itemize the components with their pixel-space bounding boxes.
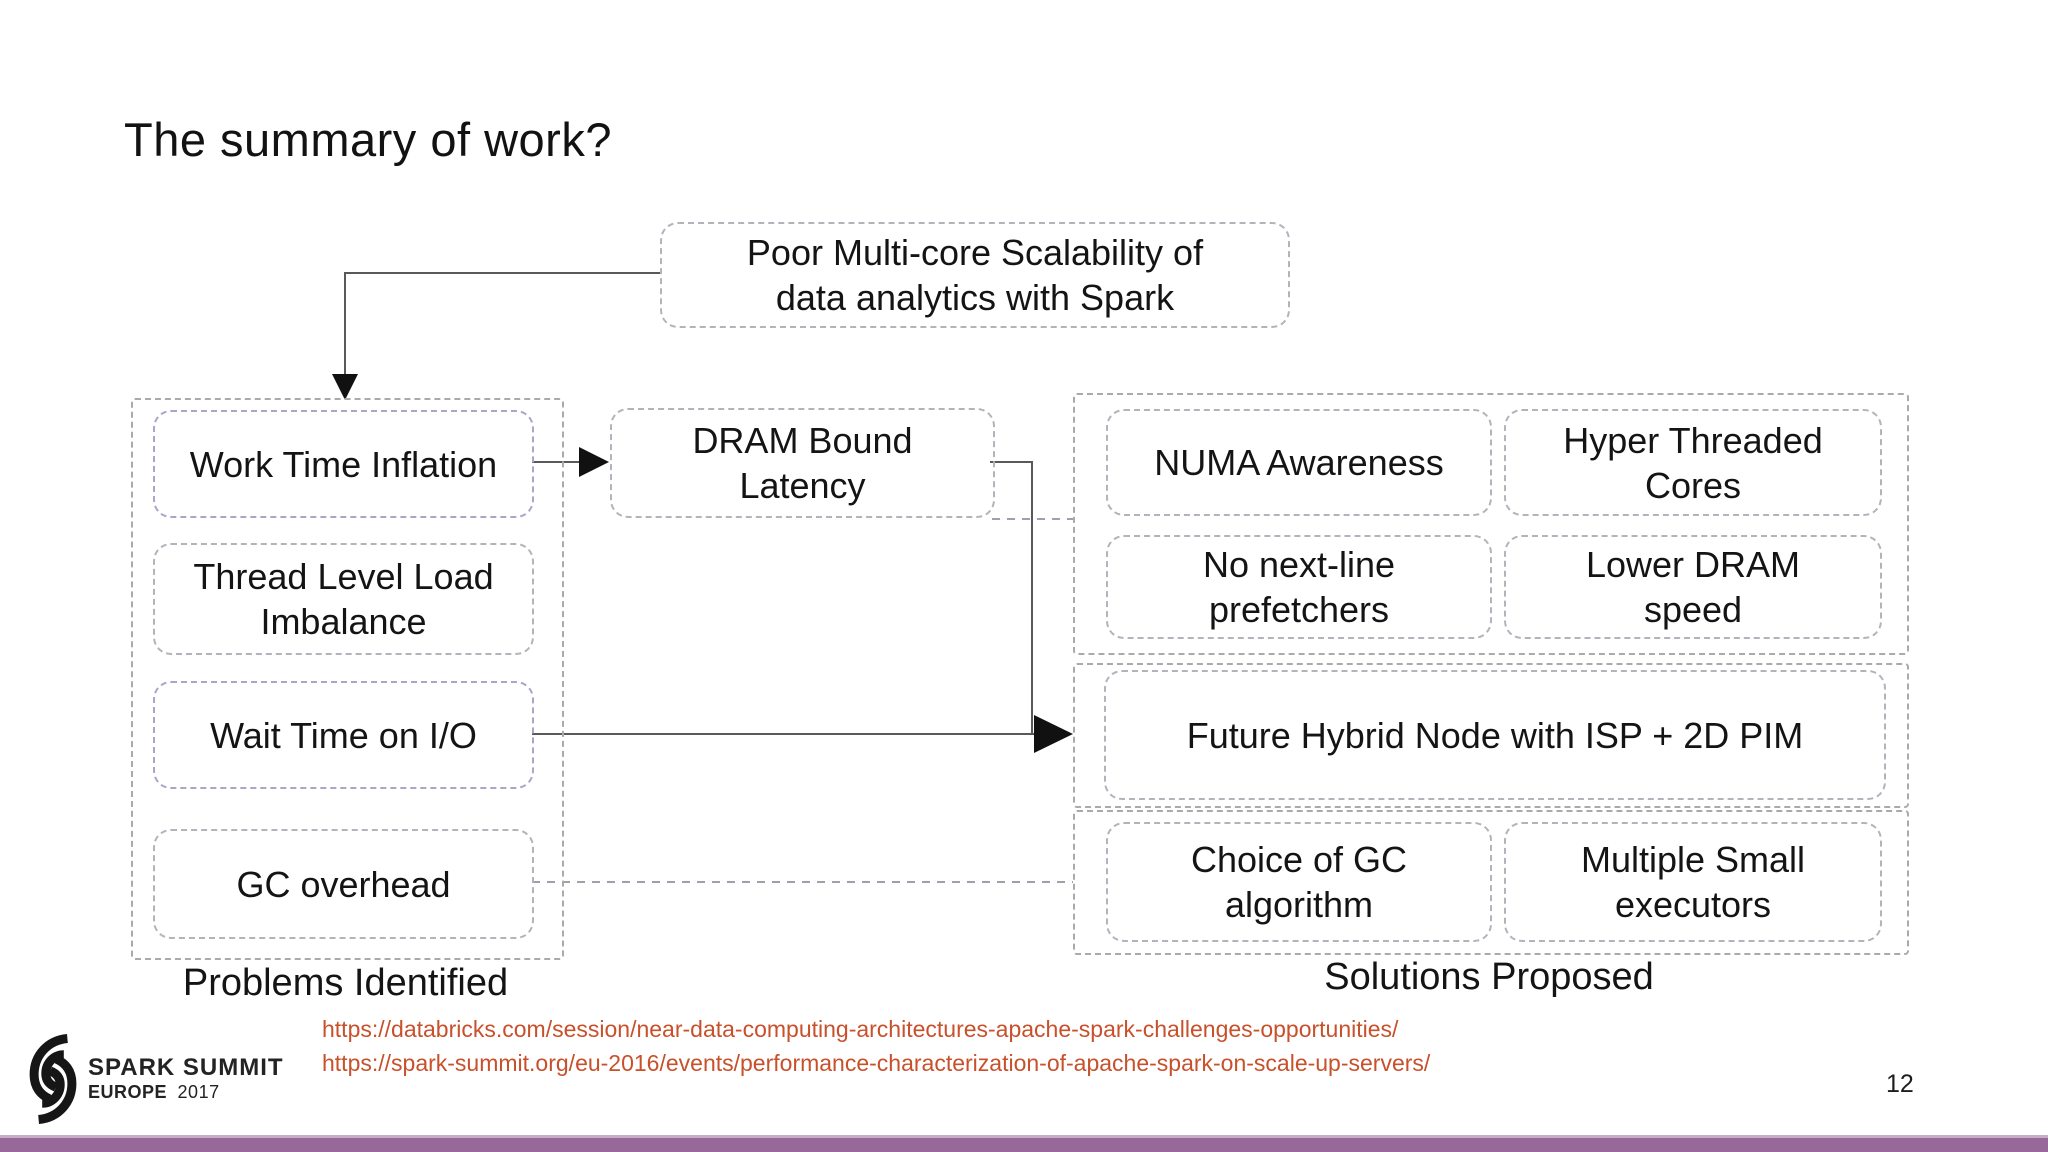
solutions-group-middle [1073,663,1909,808]
solutions-group-bottom [1073,810,1909,955]
logo-subtitle: EUROPE 2017 [88,1082,220,1103]
problems-group [131,398,564,960]
solutions-group-label: Solutions Proposed [1324,956,1654,998]
box-label: NUMA Awareness [1154,442,1444,483]
box-label: DRAM Bound [692,420,913,461]
connector-dram-to-future [990,461,1033,734]
logo-year: 2017 [177,1082,220,1102]
box-label: Hyper Threaded [1563,419,1823,461]
box-label: speed [1643,589,1743,630]
logo-name: SPARK SUMMIT [88,1054,284,1081]
problem-box-gc-overhead: GC overhead [153,829,534,939]
box-label: Latency [739,465,866,506]
solution-box-lower-dram-speed: Lower DRAM speed [1504,535,1882,639]
solution-box-multiple-small-executors: Multiple Small executors [1504,822,1882,942]
accent-bottom-bar [0,1135,2048,1152]
solution-box-future-hybrid-node: Future Hybrid Node with ISP + 2D PIM [1104,670,1886,800]
solution-box-hyper-threaded-cores: Hyper Threaded Cores [1504,409,1882,516]
arrowhead-right-icon [579,447,609,477]
box-label: Multiple Small [1580,839,1806,880]
box-label: prefetchers [1208,589,1390,630]
box-label: GC overhead [236,863,451,905]
solution-box-no-next-line-prefetchers: No next-line prefetchers [1106,535,1492,639]
root-problem-line: data analytics with Spark [775,277,1175,318]
reference-link-spark-summit[interactable]: https://spark-summit.org/eu-2016/events/… [322,1050,1431,1076]
logo-edition: EUROPE [88,1082,168,1102]
connector-root-to-problems [344,272,660,375]
spark-summit-logo: SPARK SUMMIT EUROPE 2017 [26,1030,286,1130]
box-label: Work Time Inflation [189,443,498,485]
spark-swirl-icon [29,1034,77,1124]
box-label: Lower DRAM [1585,544,1801,585]
box-label: Future Hybrid Node with ISP + 2D PIM [1186,714,1804,756]
problem-box-thread-load-imbalance: Thread Level Load Imbalance [153,543,534,655]
box-label: Cores [1644,464,1742,506]
root-problem-line: Poor Multi-core Scalability of [746,232,1204,273]
arrowhead-right-icon [1034,715,1073,753]
box-label: executors [1614,884,1772,925]
cause-box-dram-bound-latency: DRAM Bound Latency [610,408,995,518]
page-title: The summary of work? [124,113,612,166]
page-number: 12 [1886,1070,1914,1098]
solution-box-numa-awareness: NUMA Awareness [1106,409,1492,516]
solutions-group-top [1073,393,1909,655]
reference-links: https://databricks.com/session/near-data… [322,1012,1430,1080]
problem-box-wait-time-io: Wait Time on I/O [153,681,534,789]
box-label: Thread Level Load [193,556,494,597]
arrowhead-down-icon [332,374,358,400]
solution-box-choice-of-gc: Choice of GC algorithm [1106,822,1492,942]
box-label: Choice of GC [1190,839,1408,880]
box-label: algorithm [1224,884,1374,925]
problem-box-work-time-inflation: Work Time Inflation [153,410,534,518]
box-label: Wait Time on I/O [210,714,477,756]
box-label: Imbalance [260,601,427,642]
reference-link-databricks[interactable]: https://databricks.com/session/near-data… [322,1016,1399,1042]
problems-group-label: Problems Identified [182,962,509,1004]
box-label: No next-line [1202,544,1396,585]
root-problem-box: Poor Multi-core Scalability of data anal… [660,222,1290,328]
